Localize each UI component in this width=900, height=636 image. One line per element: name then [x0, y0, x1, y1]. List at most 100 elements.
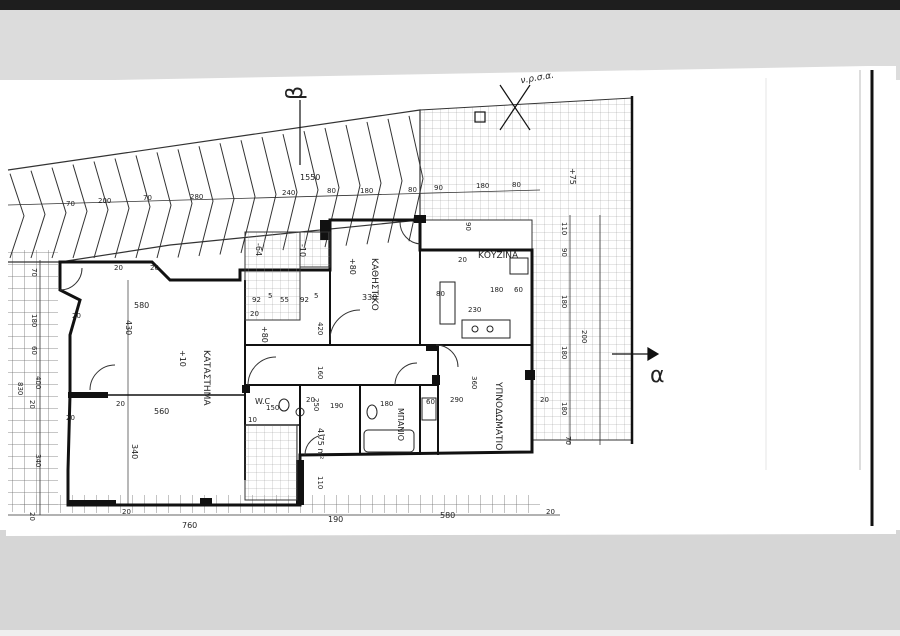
hatch-chevron: [366, 121, 382, 245]
dim: 240: [282, 189, 295, 197]
dim: 70: [564, 436, 572, 445]
dim: 160: [316, 366, 324, 379]
dim: 180: [560, 402, 568, 415]
dim: 20: [72, 312, 81, 320]
dim: 180: [360, 187, 373, 195]
dim: 90: [560, 248, 568, 257]
kitchen-fixtures: [439, 257, 529, 339]
hatch-chevron: [72, 164, 88, 259]
stair-grid: [244, 231, 301, 321]
dim: 20: [116, 400, 125, 408]
hatch-chevron: [303, 130, 319, 249]
dim: 230: [468, 306, 481, 314]
dim: 92: [252, 296, 261, 304]
dim: 180: [476, 182, 489, 190]
dim: 290: [450, 396, 463, 404]
dim: 110: [560, 222, 568, 235]
hatch-chevron: [51, 167, 67, 259]
paper-sheet: [6, 66, 896, 536]
left-grid-zone: [8, 250, 58, 512]
level-terrace: +75: [568, 168, 577, 185]
dim: 400: [34, 376, 42, 389]
hatch-chevron: [156, 152, 172, 259]
dim: 20: [306, 396, 315, 404]
dim: 90: [464, 222, 472, 231]
dim: 5: [314, 292, 318, 300]
dim: 20: [540, 396, 549, 404]
dim: 20: [250, 310, 259, 318]
dim: 340: [130, 444, 139, 459]
hatch-chevron: [9, 173, 25, 259]
hatch-chevron: [282, 134, 298, 251]
level-stair-mid: +80: [260, 326, 269, 343]
dim: 430: [124, 320, 133, 335]
level-living: +80: [348, 258, 357, 275]
section-marker-alpha: α: [650, 363, 665, 388]
dim: 580: [134, 301, 149, 310]
dim: 80: [327, 187, 336, 195]
level-store: +10: [178, 350, 187, 367]
dim: 55: [280, 296, 289, 304]
hatch-chevron: [198, 146, 214, 257]
dim: 70: [66, 200, 75, 208]
dimension-lines: [7, 189, 601, 516]
dim: 830: [16, 382, 24, 395]
bath-fixtures: [278, 397, 437, 453]
hatch-chevron: [177, 149, 193, 258]
hatch-chevron: [135, 155, 151, 259]
room-wc: W.C: [255, 397, 271, 406]
room-store: ΚΑΤΑΣΤΗΜΑ: [201, 350, 211, 406]
scanner-top-edge: [0, 0, 900, 10]
dim: 80: [408, 186, 417, 194]
dim: 560: [154, 407, 169, 416]
dim: 20: [546, 508, 555, 516]
section-marks: [299, 84, 660, 362]
hatch-chevron: [114, 158, 130, 259]
hatch-chevron: [30, 170, 46, 259]
dim: 20: [458, 256, 467, 264]
chevron-hatch-band: [7, 109, 424, 263]
dim: 360: [470, 376, 478, 389]
dim: 330: [362, 293, 377, 302]
dim: 80: [512, 181, 521, 189]
dim-top-total: 1550: [300, 173, 320, 182]
wall-blocks: [68, 215, 535, 506]
dim: 250: [312, 398, 320, 411]
room-kitchen: ΚΟΥΖΙΝΑ: [478, 251, 519, 261]
dim: 20: [122, 508, 131, 516]
level-stair-low: -10: [298, 244, 307, 257]
dim: 10: [248, 416, 257, 424]
dim: 180: [490, 286, 503, 294]
dim: 280: [190, 193, 203, 201]
dim: 20: [28, 512, 36, 521]
dim: 340: [34, 454, 42, 467]
dim: 20: [150, 264, 159, 272]
hatch-chevron: [93, 161, 109, 259]
dim: 760: [182, 521, 197, 530]
dim: 60: [514, 286, 523, 294]
dim: 200: [98, 197, 111, 205]
dim: 20: [66, 414, 75, 422]
dim: 80: [436, 290, 445, 298]
dim: 60: [426, 398, 435, 406]
dim: 420: [316, 322, 324, 335]
section-marker-beta: β: [283, 86, 308, 100]
room-area: 4.75 m²: [316, 428, 325, 459]
door-swings: [59, 221, 459, 456]
scanner-bottom-band: [0, 530, 900, 636]
room-bedroom: ΥΠΝΟΔΩΜΑΤΙΟ: [493, 381, 503, 450]
room-living: ΚΑΘΗΣΤΙΚΟ: [369, 258, 379, 311]
dim: 70: [143, 194, 152, 202]
dim: 5: [268, 292, 272, 300]
dim: 180: [30, 314, 38, 327]
dim: 180: [380, 400, 393, 408]
dim: 200: [580, 330, 588, 343]
dim: 20: [28, 400, 36, 409]
dim: 190: [330, 402, 343, 410]
dim: 70: [30, 268, 38, 277]
level-stair-top: -64: [254, 243, 263, 256]
dim: 180: [560, 295, 568, 308]
dim: 180: [560, 346, 568, 359]
dim: 92: [300, 296, 309, 304]
